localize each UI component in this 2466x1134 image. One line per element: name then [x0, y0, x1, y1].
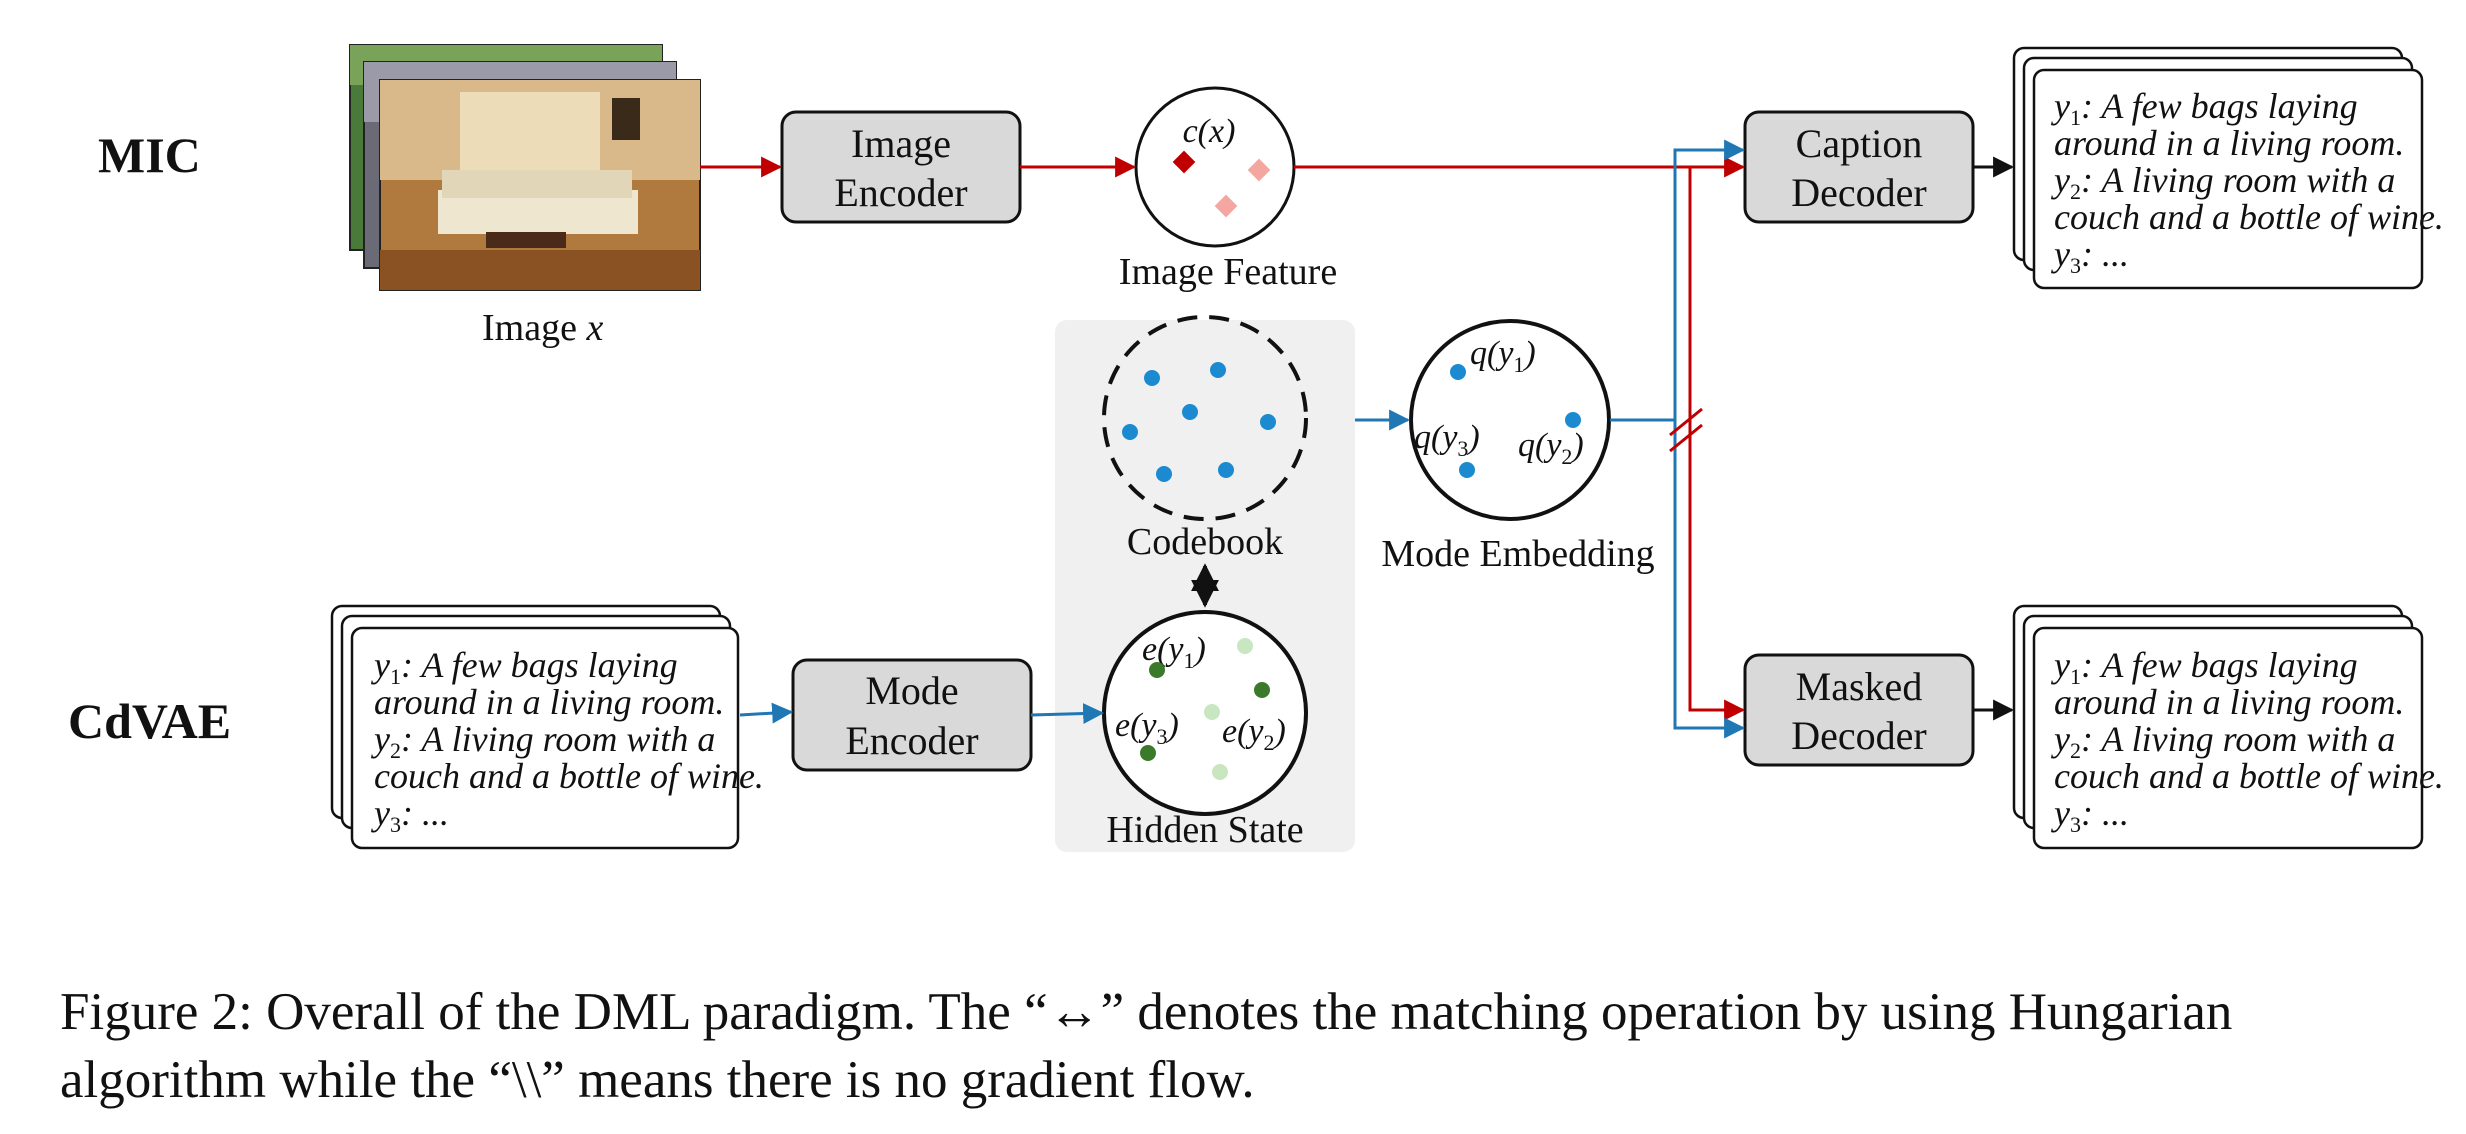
caption-line: y1: A few bags laying [2051, 645, 2358, 689]
mode-embedding-label: Mode Embedding [1381, 533, 1654, 575]
image-label: Image x [482, 307, 603, 349]
arrow-feature-to-masked-decoder [1688, 167, 1746, 721]
caption-line: y1: A few bags laying [371, 645, 678, 689]
caption-line: y3: ... [371, 793, 449, 837]
arrow-embedding-to-masked-decoder [1673, 420, 1746, 739]
mode-encoder-line2: Encoder [845, 718, 978, 763]
image-feature-label: Image Feature [1119, 251, 1337, 293]
caption-line: couch and a bottle of wine. [374, 756, 764, 796]
image-encoder-block: Image Encoder [780, 110, 1022, 224]
mode-point-1: q(y1) [1470, 335, 1536, 377]
caption-decoder-block: Caption Decoder [1743, 110, 1975, 224]
arrow-embedding-to-caption-decoder [1610, 139, 1746, 422]
mode-encoder-block: Mode Encoder [791, 658, 1033, 772]
mode-encoder-line1: Mode [865, 668, 958, 713]
mode-point-3: q(y3) [1414, 419, 1480, 461]
caption-line: around in a living room. [374, 682, 724, 722]
no-gradient-mark-2 [1669, 423, 1703, 453]
caption-line: y2: A living room with a [371, 719, 715, 763]
caption-line: around in a living room. [2054, 123, 2404, 163]
hidden-point-1: e(y1) [1142, 631, 1206, 673]
caption-line: around in a living room. [2054, 682, 2404, 722]
caption-line: y2: A living room with a [2051, 719, 2395, 763]
caption-line: y3: ... [2051, 793, 2129, 837]
image-encoder-line1: Image [851, 121, 951, 166]
image-stack [349, 44, 701, 291]
caption-line: couch and a bottle of wine. [2054, 756, 2444, 796]
masked-decoder-line2: Decoder [1791, 713, 1926, 758]
caption-decoder-line2: Decoder [1791, 170, 1926, 215]
masked-decoder-line1: Masked [1796, 664, 1923, 709]
hidden-state-label: Hidden State [1106, 809, 1303, 851]
masked-decoder-block: Masked Decoder [1743, 653, 1975, 767]
row-label-cdvae: CdVAE [68, 693, 231, 749]
hidden-point-3: e(y3) [1115, 707, 1179, 749]
image-feature-node: c(x) [1134, 86, 1296, 248]
image-feature-point-label: c(x) [1183, 113, 1236, 150]
row-label-mic: MIC [98, 127, 201, 183]
caption-line: couch and a bottle of wine. [2054, 197, 2444, 237]
caption-line: y2: A living room with a [2051, 160, 2395, 204]
codebook-label: Codebook [1127, 521, 1283, 563]
caption-decoder-line1: Caption [1796, 121, 1923, 166]
image-encoder-line2: Encoder [834, 170, 967, 215]
image-label-var: x [585, 307, 603, 349]
hidden-state-node: e(y1) e(y3) e(y2) [1102, 610, 1308, 816]
mode-point-2: q(y2) [1518, 427, 1584, 469]
caption-line: y1: A few bags laying [2051, 86, 2358, 130]
image-label-prefix: Image [482, 307, 586, 349]
codebook-node [1102, 315, 1308, 521]
mode-embedding-node: q(y1) q(y3) q(y2) [1409, 319, 1611, 521]
caption-line: y3: ... [2051, 234, 2129, 278]
arrow-mode-encoder-to-hidden [1030, 703, 1105, 725]
no-gradient-mark-1 [1669, 407, 1703, 437]
figure-caption: Figure 2: Overall of the DML paradigm. T… [60, 983, 2233, 1109]
arrow-captions-to-mode-encoder [739, 702, 794, 724]
hidden-point-2: e(y2) [1222, 713, 1286, 755]
